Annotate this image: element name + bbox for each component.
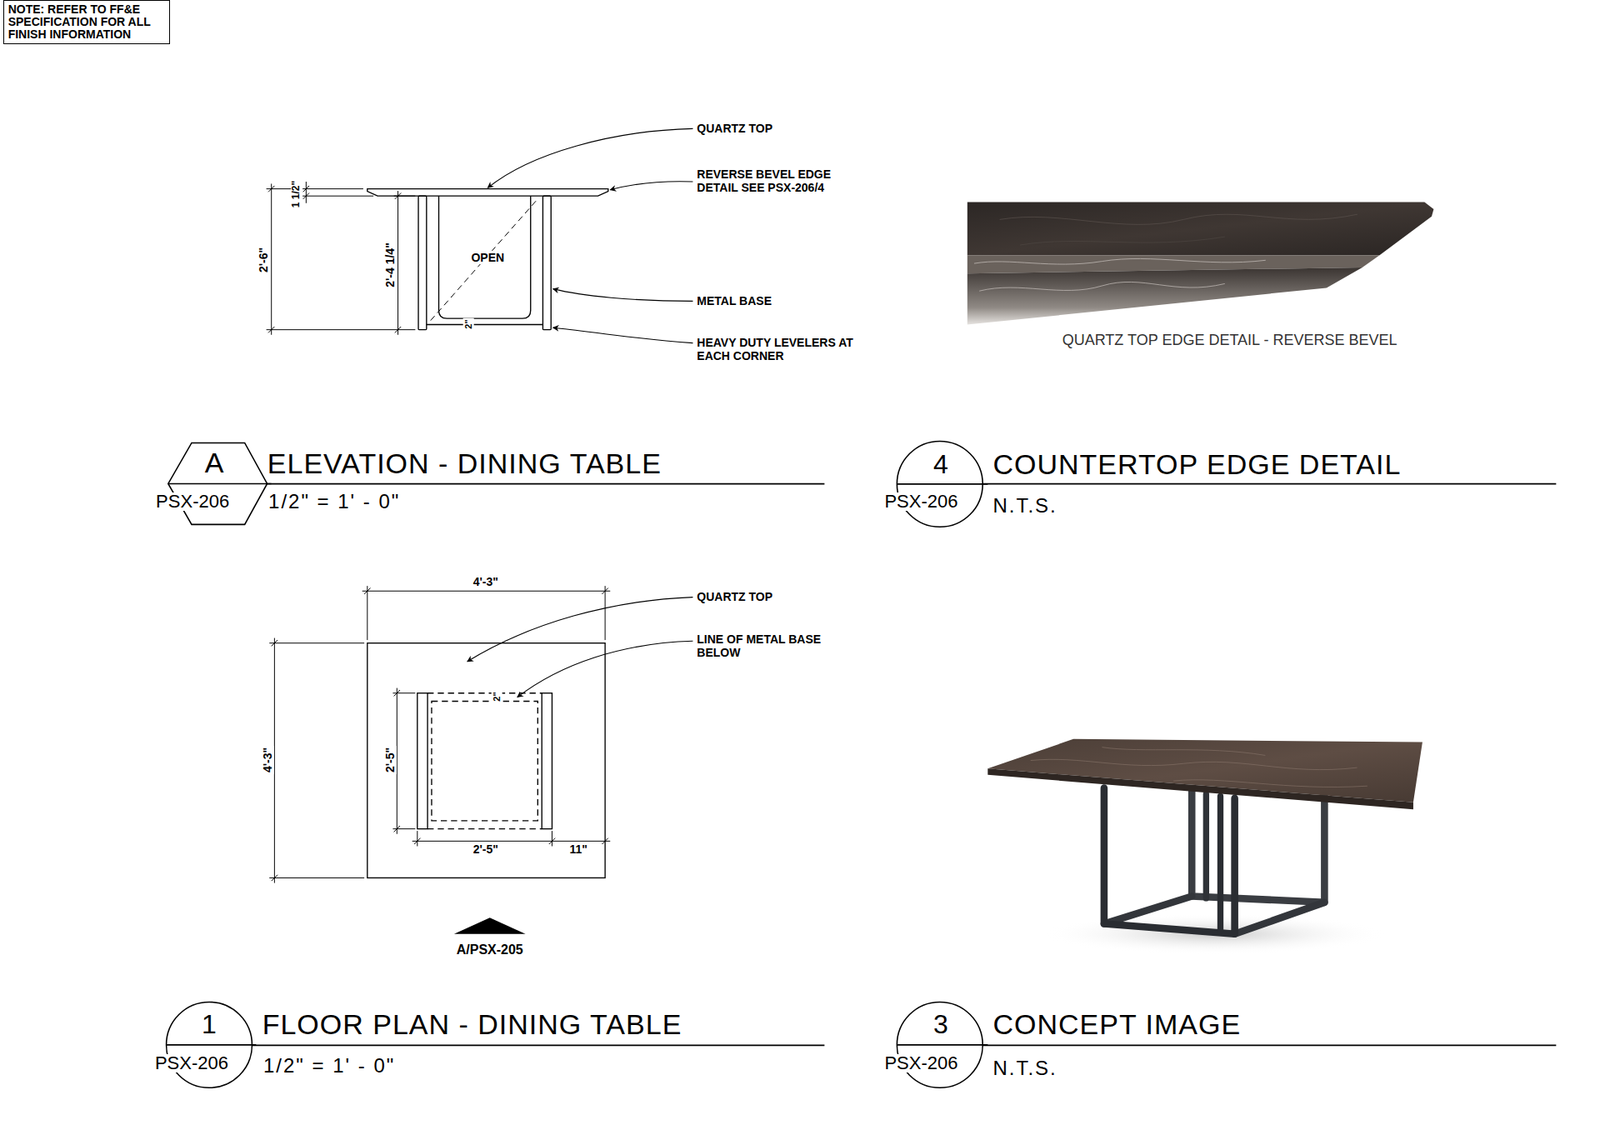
callout-label: LINE OF METAL BASE BELOW: [696, 632, 855, 660]
detail-bubble: 4PSX-206: [881, 439, 988, 530]
section-reference: A/PSX-205: [456, 942, 524, 958]
callout-label: HEAVY DUTY LEVELERS AT EACH CORNER: [696, 335, 864, 363]
note-text: NOTE: REFER TO FF&E SPECIFICATION FOR AL…: [8, 3, 166, 41]
detail-bubble: 3PSX-206: [881, 1000, 988, 1090]
sheet-reference: PSX-206: [154, 1054, 230, 1073]
view-number: 3: [933, 1010, 949, 1038]
dimension: 1 1/2": [290, 178, 303, 209]
dimension: 2": [463, 318, 475, 331]
sheet-reference: PSX-206: [155, 492, 230, 511]
callout-label: REVERSE BEVEL EDGE DETAIL SEE PSX-206/4: [696, 167, 868, 195]
dimension: 11": [568, 842, 590, 856]
note-box: NOTE: REFER TO FF&E SPECIFICATION FOR AL…: [3, 0, 171, 45]
divider-line: [896, 1044, 988, 1046]
view-title: COUNTERTOP EDGE DETAIL: [992, 450, 1401, 479]
scale-note: 1/2" = 1' - 0": [263, 1055, 395, 1077]
open-note: OPEN: [469, 250, 506, 265]
scale-note: N.T.S.: [992, 495, 1057, 517]
detail-bubble: 1PSX-206: [150, 1000, 256, 1090]
dimension: 4'-3": [471, 575, 500, 589]
view-title: FLOOR PLAN - DINING TABLE: [262, 1010, 683, 1039]
divider-line: [166, 1044, 257, 1046]
view-marker: A PSX-206: [150, 440, 271, 527]
photo-caption: QUARTZ TOP EDGE DETAIL - REVERSE BEVEL: [1062, 331, 1398, 350]
callout-label: QUARTZ TOP: [696, 121, 773, 135]
divider-line: [168, 483, 272, 485]
callout-label: METAL BASE: [696, 294, 772, 308]
scale-note: 1/2" = 1' - 0": [268, 490, 400, 513]
dimension: 2'-5": [471, 842, 500, 856]
view-number: 1: [201, 1010, 217, 1038]
dimension: 2'-6": [256, 245, 270, 275]
dimension: 2'-5": [383, 745, 397, 775]
dimension: 4'-3": [260, 745, 275, 775]
view-title: CONCEPT IMAGE: [992, 1010, 1241, 1039]
view-title: ELEVATION - DINING TABLE: [267, 449, 662, 478]
divider-line: [896, 483, 988, 485]
dimension: 2": [491, 690, 503, 704]
sheet-reference: PSX-206: [883, 1054, 959, 1073]
callout-label: QUARTZ TOP: [696, 590, 773, 604]
view-number: 4: [933, 450, 949, 478]
scale-note: N.T.S.: [992, 1057, 1057, 1080]
dimension: 2'-4 1/4": [383, 241, 397, 290]
view-number: A: [205, 448, 225, 477]
sheet-reference: PSX-206: [883, 492, 959, 511]
